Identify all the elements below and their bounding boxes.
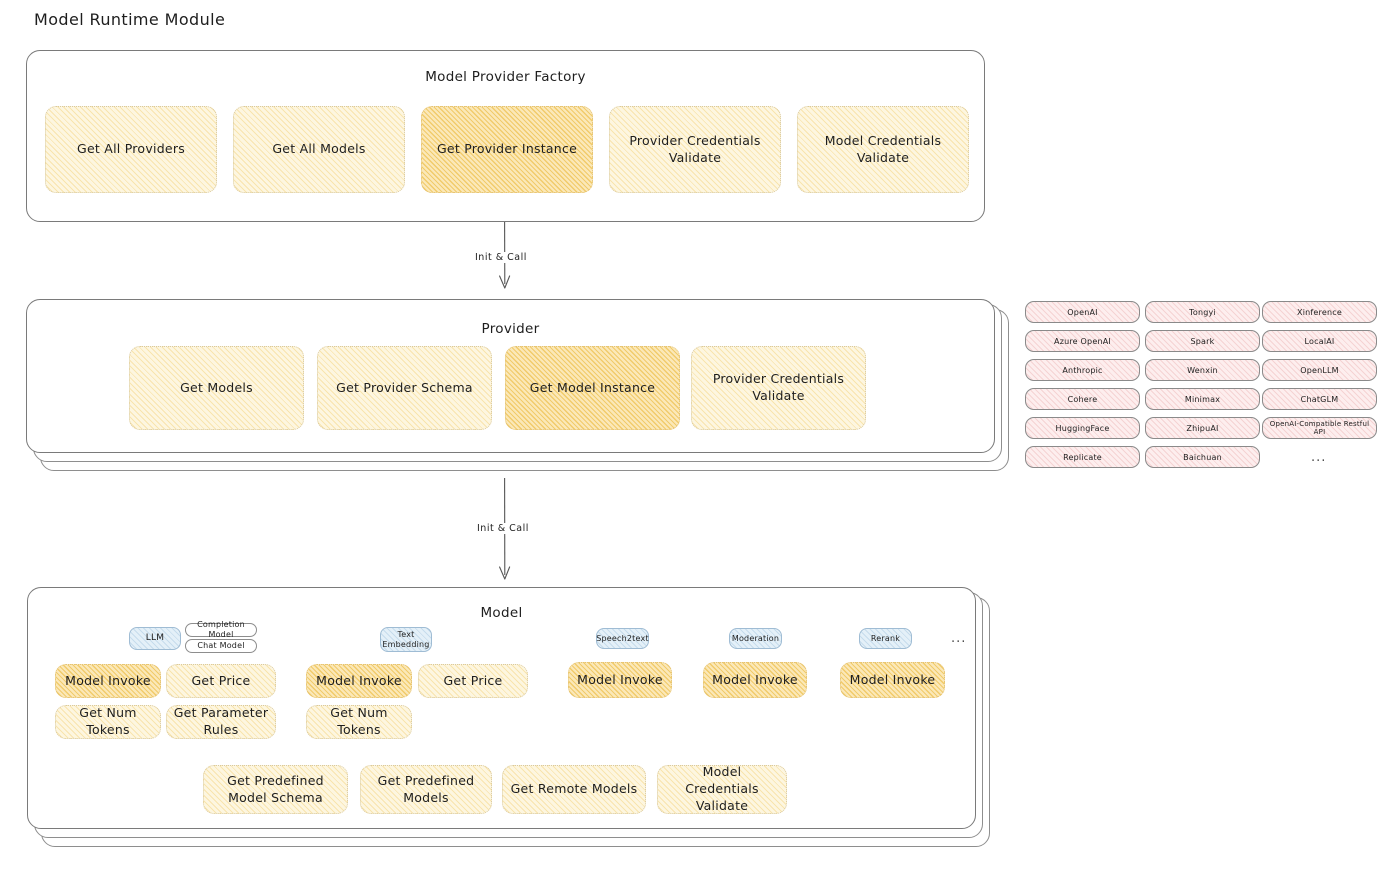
llm-method-get-parameter-rules[interactable]: Get Parameter Rules — [166, 705, 276, 739]
page-title: Model Runtime Module — [34, 10, 226, 29]
provider-node-provider-credentials-validate[interactable]: Provider Credentials Validate — [691, 346, 866, 430]
text-embedding-method-get-price[interactable]: Get Price — [418, 664, 528, 698]
factory-node-get-provider-instance[interactable]: Get Provider Instance — [421, 106, 593, 193]
provider-chip-replicate[interactable]: Replicate — [1025, 446, 1140, 468]
model-shared-method-get-predefined-model-schema[interactable]: Get Predefined Model Schema — [203, 765, 348, 814]
provider-node-get-provider-schema[interactable]: Get Provider Schema — [317, 346, 492, 430]
model-type-chip-text-embedding[interactable]: Text Embedding — [380, 627, 432, 652]
model-shared-method-get-predefined-models[interactable]: Get Predefined Models — [360, 765, 492, 814]
factory-node-get-all-models[interactable]: Get All Models — [233, 106, 405, 193]
provider-chip-xinference[interactable]: Xinference — [1262, 301, 1377, 323]
provider-chip-spark[interactable]: Spark — [1145, 330, 1260, 352]
provider-chip-openai[interactable]: OpenAI — [1025, 301, 1140, 323]
provider-chip-cohere[interactable]: Cohere — [1025, 388, 1140, 410]
provider-panel-title: Provider — [481, 321, 540, 337]
provider-chip-chatglm[interactable]: ChatGLM — [1262, 388, 1377, 410]
factory-node-get-all-providers[interactable]: Get All Providers — [45, 106, 217, 193]
arrow-label-init-and-call-2: Init & Call — [474, 523, 532, 534]
model-subtype-chip-completion-model[interactable]: Completion Model — [185, 620, 257, 639]
provider-chip-zhipuai[interactable]: ZhipuAI — [1145, 417, 1260, 439]
model-types-more: ... — [951, 631, 967, 646]
model-type-chip-llm[interactable]: LLM — [129, 627, 181, 650]
text-embedding-method-model-invoke[interactable]: Model Invoke — [306, 664, 412, 698]
provider-chip-huggingface[interactable]: HuggingFace — [1025, 417, 1140, 439]
speech2text-method-model-invoke[interactable]: Model Invoke — [568, 662, 672, 698]
provider-chip-azure-openai[interactable]: Azure OpenAI — [1025, 330, 1140, 352]
model-panel-title: Model — [480, 605, 523, 621]
provider-chip-localai[interactable]: LocalAI — [1262, 330, 1377, 352]
llm-method-model-invoke[interactable]: Model Invoke — [55, 664, 161, 698]
provider-chip-tongyi[interactable]: Tongyi — [1145, 301, 1260, 323]
provider-node-get-models[interactable]: Get Models — [129, 346, 304, 430]
provider-chip-wenxin[interactable]: Wenxin — [1145, 359, 1260, 381]
arrow-label-init-and-call-1: Init & Call — [472, 252, 530, 263]
provider-chip-anthropic[interactable]: Anthropic — [1025, 359, 1140, 381]
provider-list-more: ... — [1311, 450, 1327, 465]
factory-node-provider-credentials-validate[interactable]: Provider Credentials Validate — [609, 106, 781, 193]
moderation-method-model-invoke[interactable]: Model Invoke — [703, 662, 807, 698]
model-type-chip-moderation[interactable]: Moderation — [729, 628, 782, 649]
model-subtype-chip-chat-model[interactable]: Chat Model — [185, 639, 257, 653]
text-embedding-method-get-num-tokens[interactable]: Get Num Tokens — [306, 705, 412, 739]
rerank-method-model-invoke[interactable]: Model Invoke — [840, 662, 945, 698]
model-type-chip-rerank[interactable]: Rerank — [859, 628, 912, 649]
provider-node-get-model-instance[interactable]: Get Model Instance — [505, 346, 680, 430]
provider-chip-baichuan[interactable]: Baichuan — [1145, 446, 1260, 468]
factory-node-model-credentials-validate[interactable]: Model Credentials Validate — [797, 106, 969, 193]
model-provider-factory-title: Model Provider Factory — [425, 69, 586, 85]
model-type-chip-speech2text[interactable]: Speech2text — [596, 628, 649, 649]
model-shared-method-model-credentials-validate[interactable]: Model Credentials Validate — [657, 764, 787, 814]
provider-chip-minimax[interactable]: Minimax — [1145, 388, 1260, 410]
provider-chip-openllm[interactable]: OpenLLM — [1262, 359, 1377, 381]
llm-method-get-num-tokens[interactable]: Get Num Tokens — [55, 705, 161, 739]
provider-chip-openai-compatible-restful-api[interactable]: OpenAI-Compatible Restful API — [1262, 417, 1377, 439]
llm-method-get-price[interactable]: Get Price — [166, 664, 276, 698]
model-shared-method-get-remote-models[interactable]: Get Remote Models — [502, 765, 646, 814]
